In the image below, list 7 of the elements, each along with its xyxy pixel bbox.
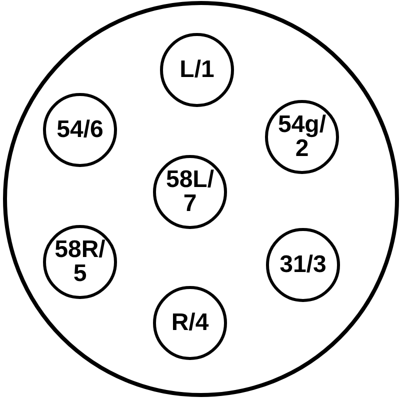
pin-contact: R/4: [153, 286, 227, 360]
pin-contact: 58R/ 5: [43, 225, 117, 299]
pin-contact: 58L/ 7: [153, 155, 227, 229]
pin-contact: L/1: [160, 33, 234, 107]
pin-contact: 31/3: [266, 228, 340, 302]
pin-contact: 54g/ 2: [265, 100, 339, 174]
pin-contact: 54/6: [43, 93, 117, 167]
